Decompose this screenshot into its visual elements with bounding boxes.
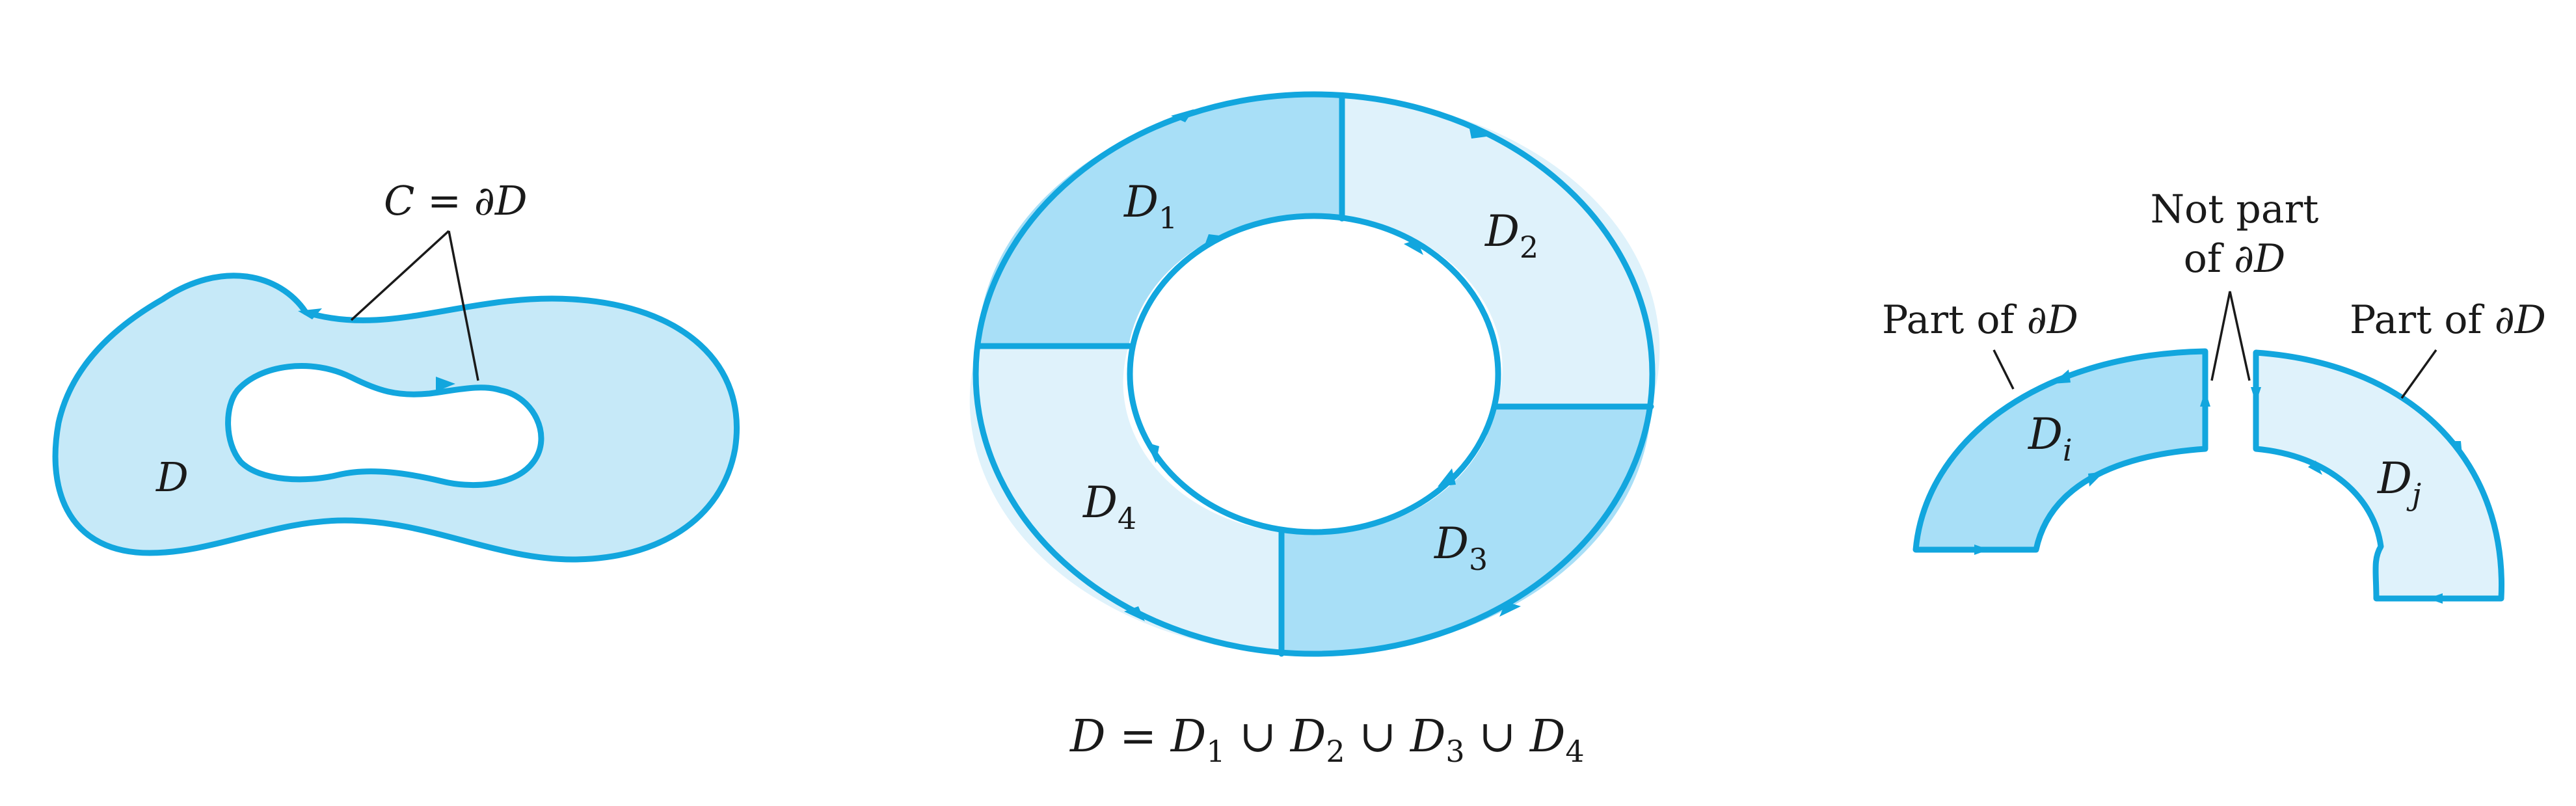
part-of-label-left: Part of ∂D (1882, 297, 2078, 343)
quadrant-d3 (1281, 407, 1651, 655)
piece-dj-label: Dj (2377, 453, 2421, 512)
piece-di-label: Di (2028, 409, 2073, 468)
di-arrow-side-icon (2200, 390, 2210, 407)
boundary-label-c: C (384, 177, 414, 224)
quadrant-d2-label: D2 (1484, 206, 1538, 265)
union-caption: D = D1 ∪ D2 ∪ D3 ∪ D4 (1069, 711, 1585, 769)
quadrant-d3-label: D3 (1434, 518, 1488, 577)
right-figure: Di Dj Part of ∂D Part of ∂D Not part of … (1882, 187, 2546, 604)
di-arrow-inner-icon (2088, 472, 2104, 487)
boundary-leader-line-inner (448, 230, 479, 381)
quadrant-d4 (969, 346, 1281, 654)
piece-di (1912, 348, 2208, 553)
boundary-label-eq: = (414, 177, 474, 224)
quadrant-d4-label: D4 (1082, 477, 1136, 536)
quadrant-d1-label: D1 (1123, 177, 1177, 235)
not-part-leader (2210, 291, 2251, 381)
dj-arrow-outer-icon (2449, 441, 2462, 455)
region-d-with-hole (52, 273, 740, 563)
boundary-label-partial: ∂ (474, 177, 495, 224)
dj-arrow-inner-icon (2308, 461, 2322, 475)
inner-arrow-bottom-right-icon (1438, 468, 1456, 487)
inner-boundary (1127, 213, 1501, 535)
piece-dj (2253, 349, 2505, 602)
boundary-leader-line-outer (350, 230, 450, 321)
outer-boundary (973, 91, 1656, 657)
inner-arrow-top-left-icon (1203, 234, 1224, 249)
dj-arrow-side-icon (2251, 387, 2261, 403)
inner-arrow-top-right-icon (1404, 239, 1423, 255)
quadrant-d1 (978, 95, 1342, 347)
inner-arrow-left-icon (1146, 442, 1159, 463)
di-arrow-bottom-icon (1974, 544, 1989, 555)
part-of-leader-right (2400, 349, 2437, 399)
dj-arrow-bottom-icon (2428, 593, 2443, 604)
outer-arrow-top-right-icon (1469, 126, 1486, 139)
di-arrow-outer-icon (2052, 369, 2071, 384)
part-of-leader-left (1992, 349, 2015, 390)
outer-arrow-top-left-icon (1171, 109, 1194, 122)
part-of-label-right: Part of ∂D (2350, 297, 2546, 343)
left-region-label: D (155, 453, 189, 501)
middle-figure: D1 D2 D3 D4 D = D1 ∪ D2 ∪ D3 ∪ D4 (969, 91, 1660, 769)
outer-arrow-bottom-left-icon (1124, 606, 1145, 621)
not-part-label-line1: Not part (2151, 187, 2319, 232)
boundary-label: C = ∂D (384, 177, 528, 224)
left-outer-arrow-icon (298, 308, 322, 319)
boundary-label-d: D (494, 177, 528, 224)
quadrant-d2 (1342, 96, 1660, 407)
left-inner-arrow-icon (436, 377, 455, 392)
not-part-label-line2: of ∂D (2184, 236, 2286, 282)
outer-arrow-bottom-right-icon (1499, 602, 1521, 617)
left-figure: D C = ∂D (52, 177, 740, 563)
